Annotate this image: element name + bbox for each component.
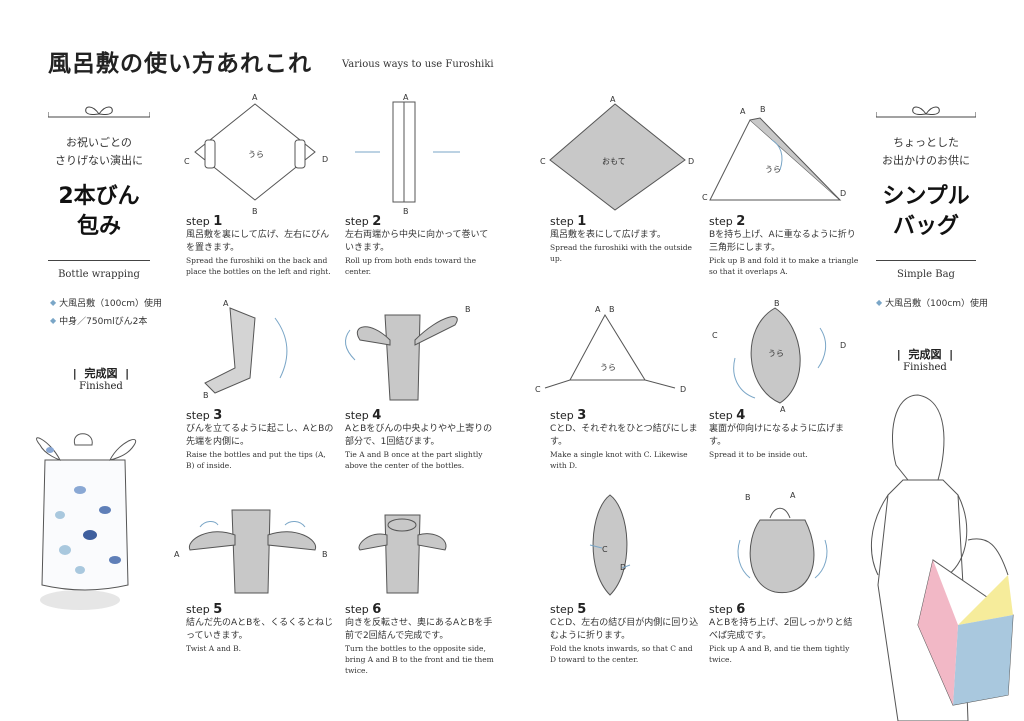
svg-text:A: A (403, 93, 409, 102)
left-bullets: ◆大風呂敷（100cm）使用 ◆中身／750mlびん2本 (50, 296, 162, 327)
leaf-ornament-icon (875, 106, 977, 118)
method-name-en: Bottle wrapping (58, 269, 140, 280)
intro-line-2: さりげない演出に (55, 154, 143, 167)
svg-text:A: A (790, 491, 796, 500)
step-2: step 2 左右両端から中央に向かって巻いていきます。 Roll up fro… (345, 214, 489, 276)
step-3: step 3 びんを立てるように起こし、AとBの先端を内側に。 Raise th… (186, 408, 334, 470)
step-3-diagram: A B (203, 299, 288, 400)
bag-step-2-diagram: A B C D うら (702, 105, 846, 202)
svg-text:うら: うら (248, 150, 264, 159)
intro-line-2: お出かけのお供に (882, 154, 970, 167)
diamond-icon: ◆ (50, 316, 57, 325)
svg-text:B: B (322, 550, 328, 559)
svg-text:C: C (602, 545, 608, 554)
intro-line-1: お祝いごとの (66, 136, 132, 149)
bag-step-5: step 5 CとD、左右の結び目が内側に回り込むように折ります。 Fold t… (550, 602, 699, 664)
bag-step-1-diagram: A C D おもて (540, 95, 694, 211)
step-4: step 4 AとBをびんの中央よりやや上寄りの部分で、1回結びます。 Tie … (345, 408, 493, 470)
svg-text:B: B (745, 493, 751, 502)
leaf-ornament-icon (47, 106, 151, 118)
step-4-diagram: B (344, 305, 471, 401)
divider (876, 260, 976, 261)
svg-text:C: C (712, 331, 718, 340)
bag-step-1: step 1 風呂敷を表にして広げます。 Spread the furoshik… (550, 214, 692, 263)
intro-line-1: ちょっとした (893, 136, 959, 149)
svg-text:B: B (774, 299, 780, 308)
bag-step-6: step 6 AとBを持ち上げ、2回しっかりと結べば完成です。 Pick up … (709, 602, 853, 664)
diamond-icon: ◆ (876, 298, 883, 307)
svg-text:A: A (223, 299, 229, 308)
bag-step-4: step 4 裏面が仰向けになるように広げます。 Spread it to be… (709, 408, 845, 459)
bottle-wrap-finished-illustration (36, 433, 137, 610)
step-5-diagram: A B (174, 509, 328, 594)
svg-text:D: D (840, 341, 846, 350)
step-2-diagram: A B (355, 93, 460, 216)
bag-step-3-diagram: A B C D うら (535, 305, 686, 394)
svg-text:C: C (184, 157, 190, 166)
method-name-line-2: バッグ (892, 214, 959, 239)
svg-text:C: C (540, 157, 546, 166)
method-name-en: Simple Bag (897, 269, 955, 280)
bag-step-4-diagram: B A C D うら (712, 299, 846, 413)
bag-step-5-diagram: C D (589, 494, 631, 596)
step-1-diagram: A B C D うら (184, 93, 328, 216)
diamond-icon: ◆ (50, 298, 57, 307)
svg-text:おもて: おもて (602, 157, 626, 166)
svg-text:A: A (174, 550, 180, 559)
bag-step-3: step 3 CとD、それぞれをひとつ結びにします。 Make a single… (550, 408, 698, 470)
page-subtitle: Various ways to use Furoshiki (342, 59, 494, 70)
svg-text:D: D (840, 189, 846, 198)
svg-text:A: A (252, 93, 258, 102)
method-name-line-2: 包み (76, 214, 121, 239)
right-sidebar: ちょっとした お出かけのお供に シンプル バッグ Simple Bag (875, 100, 977, 280)
step-5: step 5 結んだ先のAとBを、くるくるとねじっていきます。 Twist A … (186, 602, 333, 653)
page-title: 風呂敷の使い方あれこれ (48, 51, 312, 77)
svg-text:D: D (688, 157, 694, 166)
step-6-diagram (358, 514, 447, 594)
svg-text:B: B (252, 207, 258, 216)
method-name-line-1: シンプル (882, 184, 970, 209)
svg-text:うら: うら (765, 165, 781, 174)
svg-text:うら: うら (600, 363, 616, 372)
method-name-line-1: 2本びん (58, 184, 140, 209)
divider (48, 260, 150, 261)
bag-step-6-diagram: B A (737, 491, 828, 594)
svg-text:B: B (403, 207, 409, 216)
left-sidebar: お祝いごとの さりげない演出に 2本びん 包み Bottle wrapping (47, 100, 151, 280)
svg-text:A: A (740, 107, 746, 116)
right-bullets: ◆大風呂敷（100cm）使用 (876, 296, 988, 309)
finished-label: | 完成図 | Finished (72, 367, 130, 392)
svg-text:B: B (760, 105, 766, 114)
svg-text:D: D (680, 385, 686, 394)
svg-text:A: A (780, 405, 786, 413)
bullet-item: ◆中身／750mlびん2本 (50, 316, 148, 327)
bullet-item: ◆大風呂敷（100cm）使用 (50, 298, 163, 309)
svg-text:D: D (322, 155, 328, 164)
svg-text:A: A (595, 305, 601, 314)
svg-text:A: A (610, 95, 616, 104)
svg-text:B: B (465, 305, 471, 314)
step-1: step 1 風呂敷を裏にして広げ、左右にびんを置きます。 Spread the… (186, 214, 331, 276)
svg-text:うら: うら (768, 349, 784, 358)
svg-text:B: B (609, 305, 615, 314)
svg-text:C: C (702, 193, 708, 202)
bag-step-2: step 2 Bを持ち上げ、Aに重なるように折り三角形にします。 Pick up… (709, 214, 859, 276)
svg-text:B: B (203, 391, 209, 400)
woman-with-bag-illustration (870, 394, 1014, 721)
step-6: step 6 向きを反転させ、奥にあるAとBを手前で2回結んで完成です。 Tur… (345, 602, 494, 675)
bullet-item: ◆大風呂敷（100cm）使用 (876, 298, 989, 309)
svg-text:C: C (535, 385, 541, 394)
finished-label: | 完成図 | Finished (896, 348, 954, 373)
